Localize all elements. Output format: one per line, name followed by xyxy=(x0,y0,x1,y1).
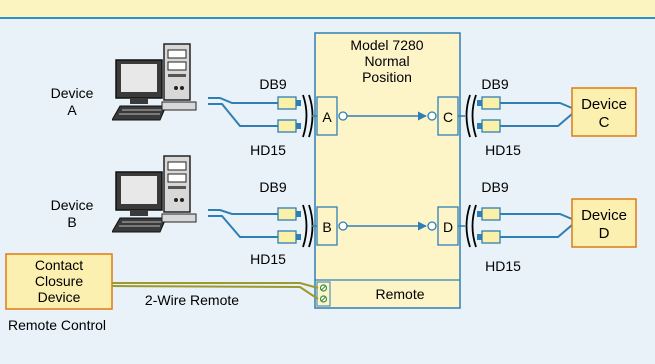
connector-c-hd15 xyxy=(481,119,501,133)
device-d-label-line-1: Device xyxy=(581,207,627,224)
port-b-contact xyxy=(338,221,348,231)
contact-closure-line-2: Closure xyxy=(35,273,83,289)
label-a-hd15: HD15 xyxy=(250,142,286,158)
connector-b-hd15 xyxy=(277,230,297,244)
cable-b-hd15 xyxy=(208,215,280,238)
contact-closure-device-box xyxy=(5,253,113,310)
contact-closure-line-3: Device xyxy=(38,289,81,305)
port-b-label: B xyxy=(322,219,331,235)
computer-icon xyxy=(112,43,197,121)
device-b-label-line-1: Device xyxy=(51,197,94,213)
connector-a-hd15 xyxy=(277,119,297,133)
label-b-hd15: HD15 xyxy=(250,251,286,267)
remote-wire-1 xyxy=(112,282,319,289)
cable-d-hd15 xyxy=(500,224,573,238)
switch-title-line-3: Position xyxy=(362,69,412,85)
connector-d-hd15 xyxy=(481,230,501,244)
device-b-label-line-2: B xyxy=(67,214,76,230)
connector-d-db9 xyxy=(481,207,501,221)
remote-control-caption: Remote Control xyxy=(8,317,106,333)
cable-a-db9 xyxy=(208,97,280,104)
contact-closure-line-1: Contact xyxy=(35,257,83,273)
cable-c-db9 xyxy=(500,102,573,109)
remote-label: Remote xyxy=(375,286,424,302)
cable-b-db9 xyxy=(208,209,280,215)
device-d-label-line-2: D xyxy=(599,225,610,242)
label-d-hd15: HD15 xyxy=(485,258,521,274)
port-c-contact xyxy=(427,111,437,121)
cable-d-db9 xyxy=(500,213,573,220)
device-a-label-line-1: Device xyxy=(51,85,94,101)
label-b-db9: DB9 xyxy=(259,179,286,195)
cable-c-hd15 xyxy=(500,113,573,127)
connector-c-db9 xyxy=(481,96,501,110)
port-d-contact xyxy=(427,221,437,231)
label-c-db9: DB9 xyxy=(481,76,508,92)
connector-b-db9 xyxy=(277,207,297,221)
port-d-label: D xyxy=(443,219,453,235)
device-c-label-line-2: C xyxy=(599,114,610,131)
device-c-label-line-1: Device xyxy=(581,96,627,113)
computer-icon xyxy=(112,155,197,233)
switch-box xyxy=(314,32,461,309)
cable-a-hd15 xyxy=(208,103,280,127)
connector-a-db9 xyxy=(277,96,297,110)
top-bar xyxy=(0,0,655,18)
label-c-hd15: HD15 xyxy=(485,142,521,158)
device-c-box xyxy=(571,87,637,137)
remote-wire-label: 2-Wire Remote xyxy=(145,292,239,308)
switch-title-line-1: Model 7280 xyxy=(350,37,423,53)
port-c-label: C xyxy=(443,109,453,125)
port-a-contact xyxy=(338,111,348,121)
label-d-db9: DB9 xyxy=(481,179,508,195)
label-a-db9: DB9 xyxy=(259,76,286,92)
device-d-box xyxy=(571,198,637,248)
remote-wire-2 xyxy=(111,285,319,300)
switch-title-line-2: Normal xyxy=(364,53,409,69)
port-a-label: A xyxy=(322,109,332,125)
device-a-label-line-2: A xyxy=(67,102,77,118)
